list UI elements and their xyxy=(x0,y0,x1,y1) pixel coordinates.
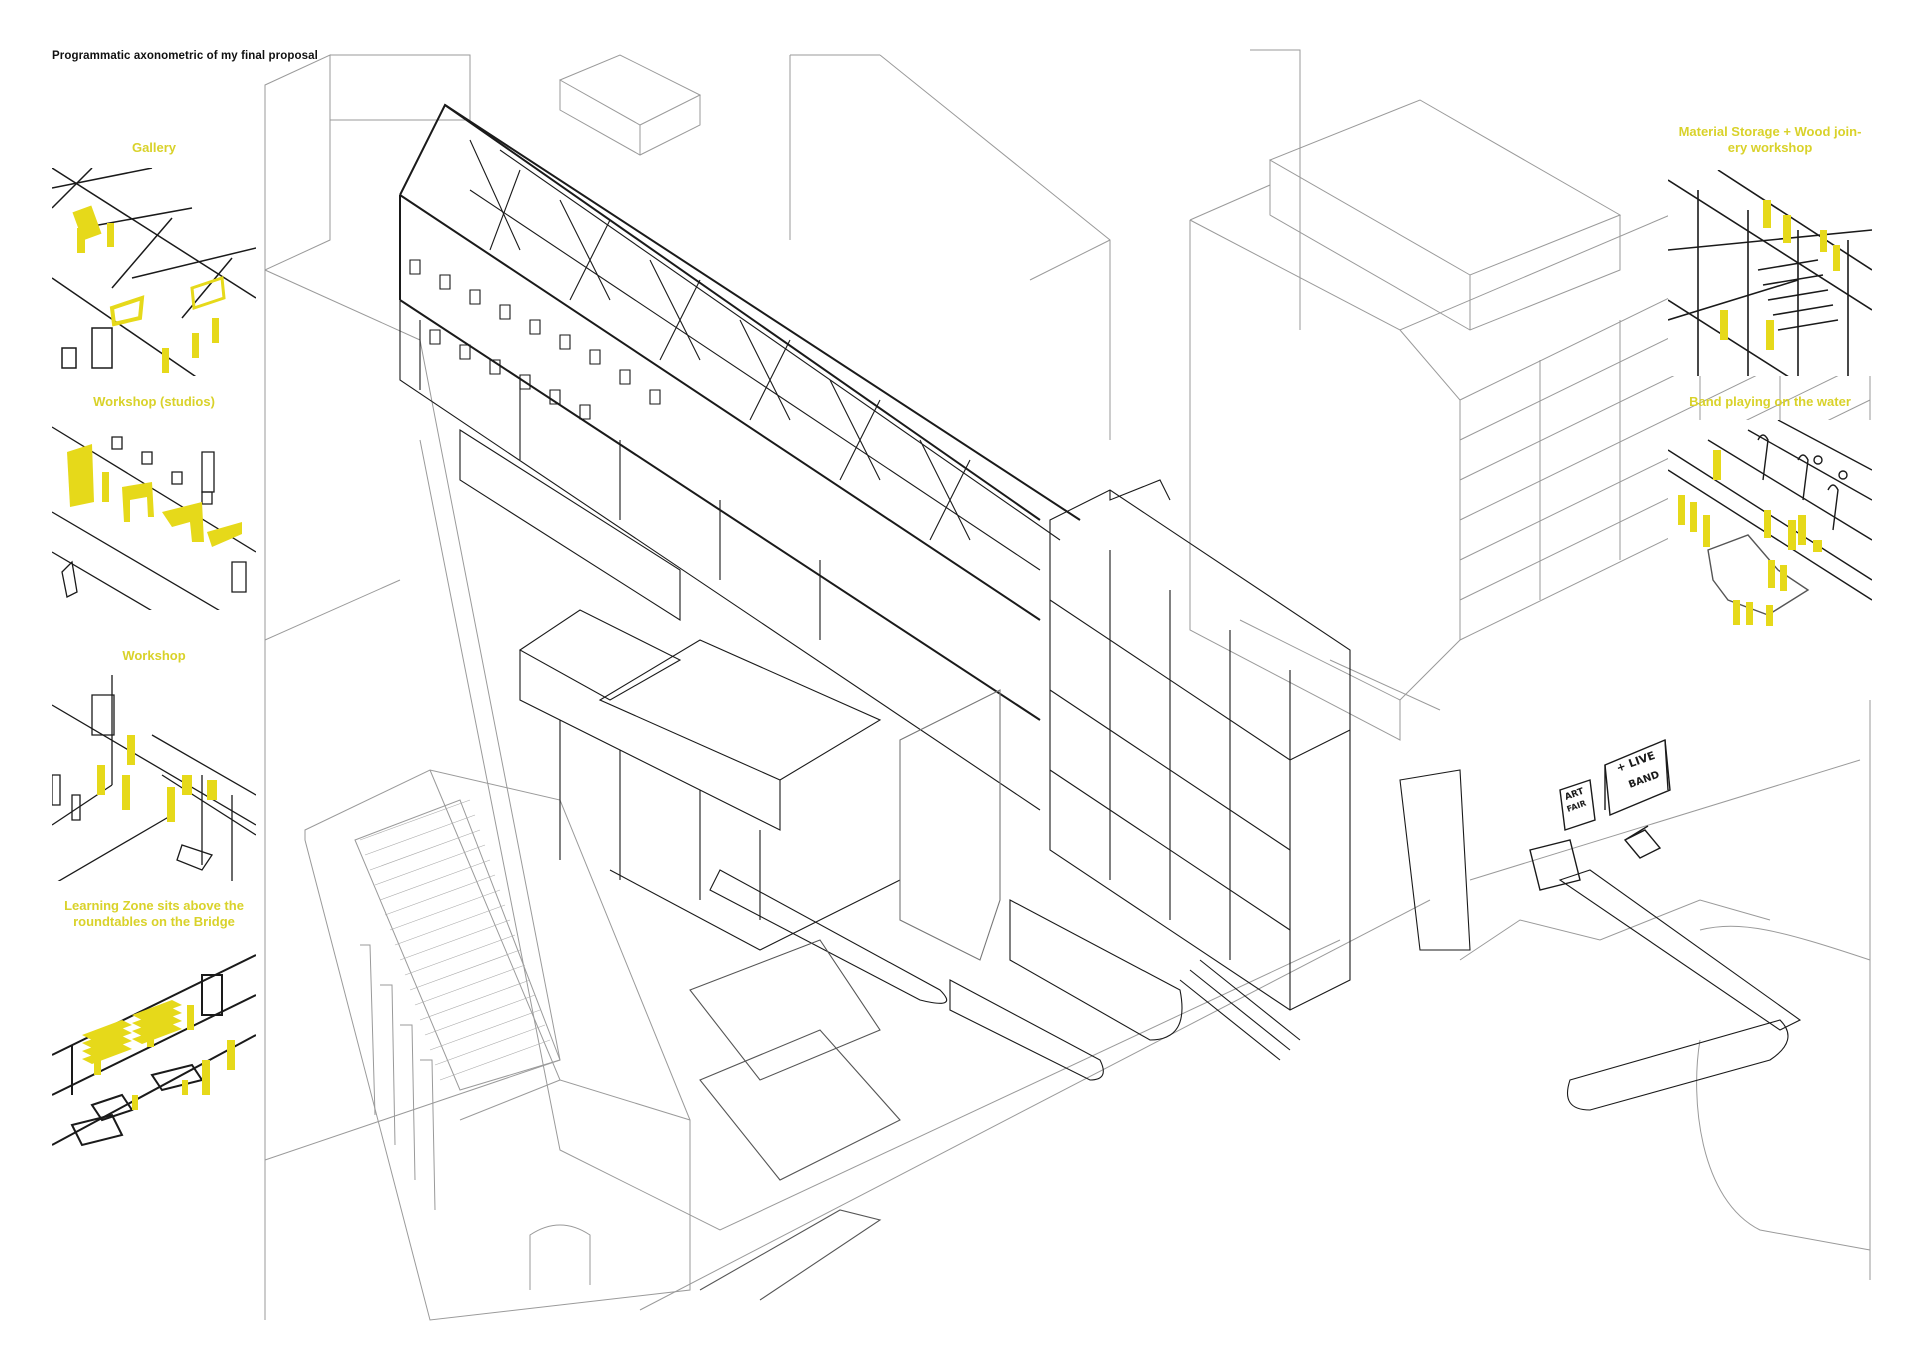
live-band-sign-line2: BAND xyxy=(1627,770,1661,791)
workshop-studios-panel xyxy=(52,422,256,610)
material-storage-panel xyxy=(1668,170,1872,376)
band-on-water-panel xyxy=(1668,420,1872,626)
studio-workshop-vignette-icon xyxy=(52,426,256,610)
workshop-panel xyxy=(52,675,256,881)
learning-zone-vignette-icon xyxy=(52,954,256,1147)
workshop-studios-label: Workshop (studios) xyxy=(93,394,215,409)
gallery-panel xyxy=(52,168,256,376)
workshop-vignette-icon xyxy=(52,675,256,881)
band-on-water-label: Band playing on the water xyxy=(1689,394,1851,409)
material-storage-label: Material Storage + Wood join- ery worksh… xyxy=(1668,124,1872,156)
learning-zone-panel xyxy=(52,945,256,1147)
learning-zone-label-line1: Learning Zone sits above the xyxy=(64,898,244,913)
workshop-label: Workshop xyxy=(122,648,186,663)
gallery-vignette-icon xyxy=(52,168,256,376)
band-on-water-vignette-icon xyxy=(1668,420,1872,626)
learning-zone-label: Learning Zone sits above the roundtables… xyxy=(52,898,256,930)
material-storage-label-line1: Material Storage + Wood join- xyxy=(1678,124,1862,139)
gallery-label: Gallery xyxy=(131,140,177,155)
material-storage-vignette-icon xyxy=(1668,170,1872,376)
material-storage-label-line2: ery workshop xyxy=(1727,140,1813,155)
learning-zone-label-line2: roundtables on the Bridge xyxy=(73,914,235,929)
drawing-title: Programmatic axonometric of my final pro… xyxy=(52,50,318,62)
